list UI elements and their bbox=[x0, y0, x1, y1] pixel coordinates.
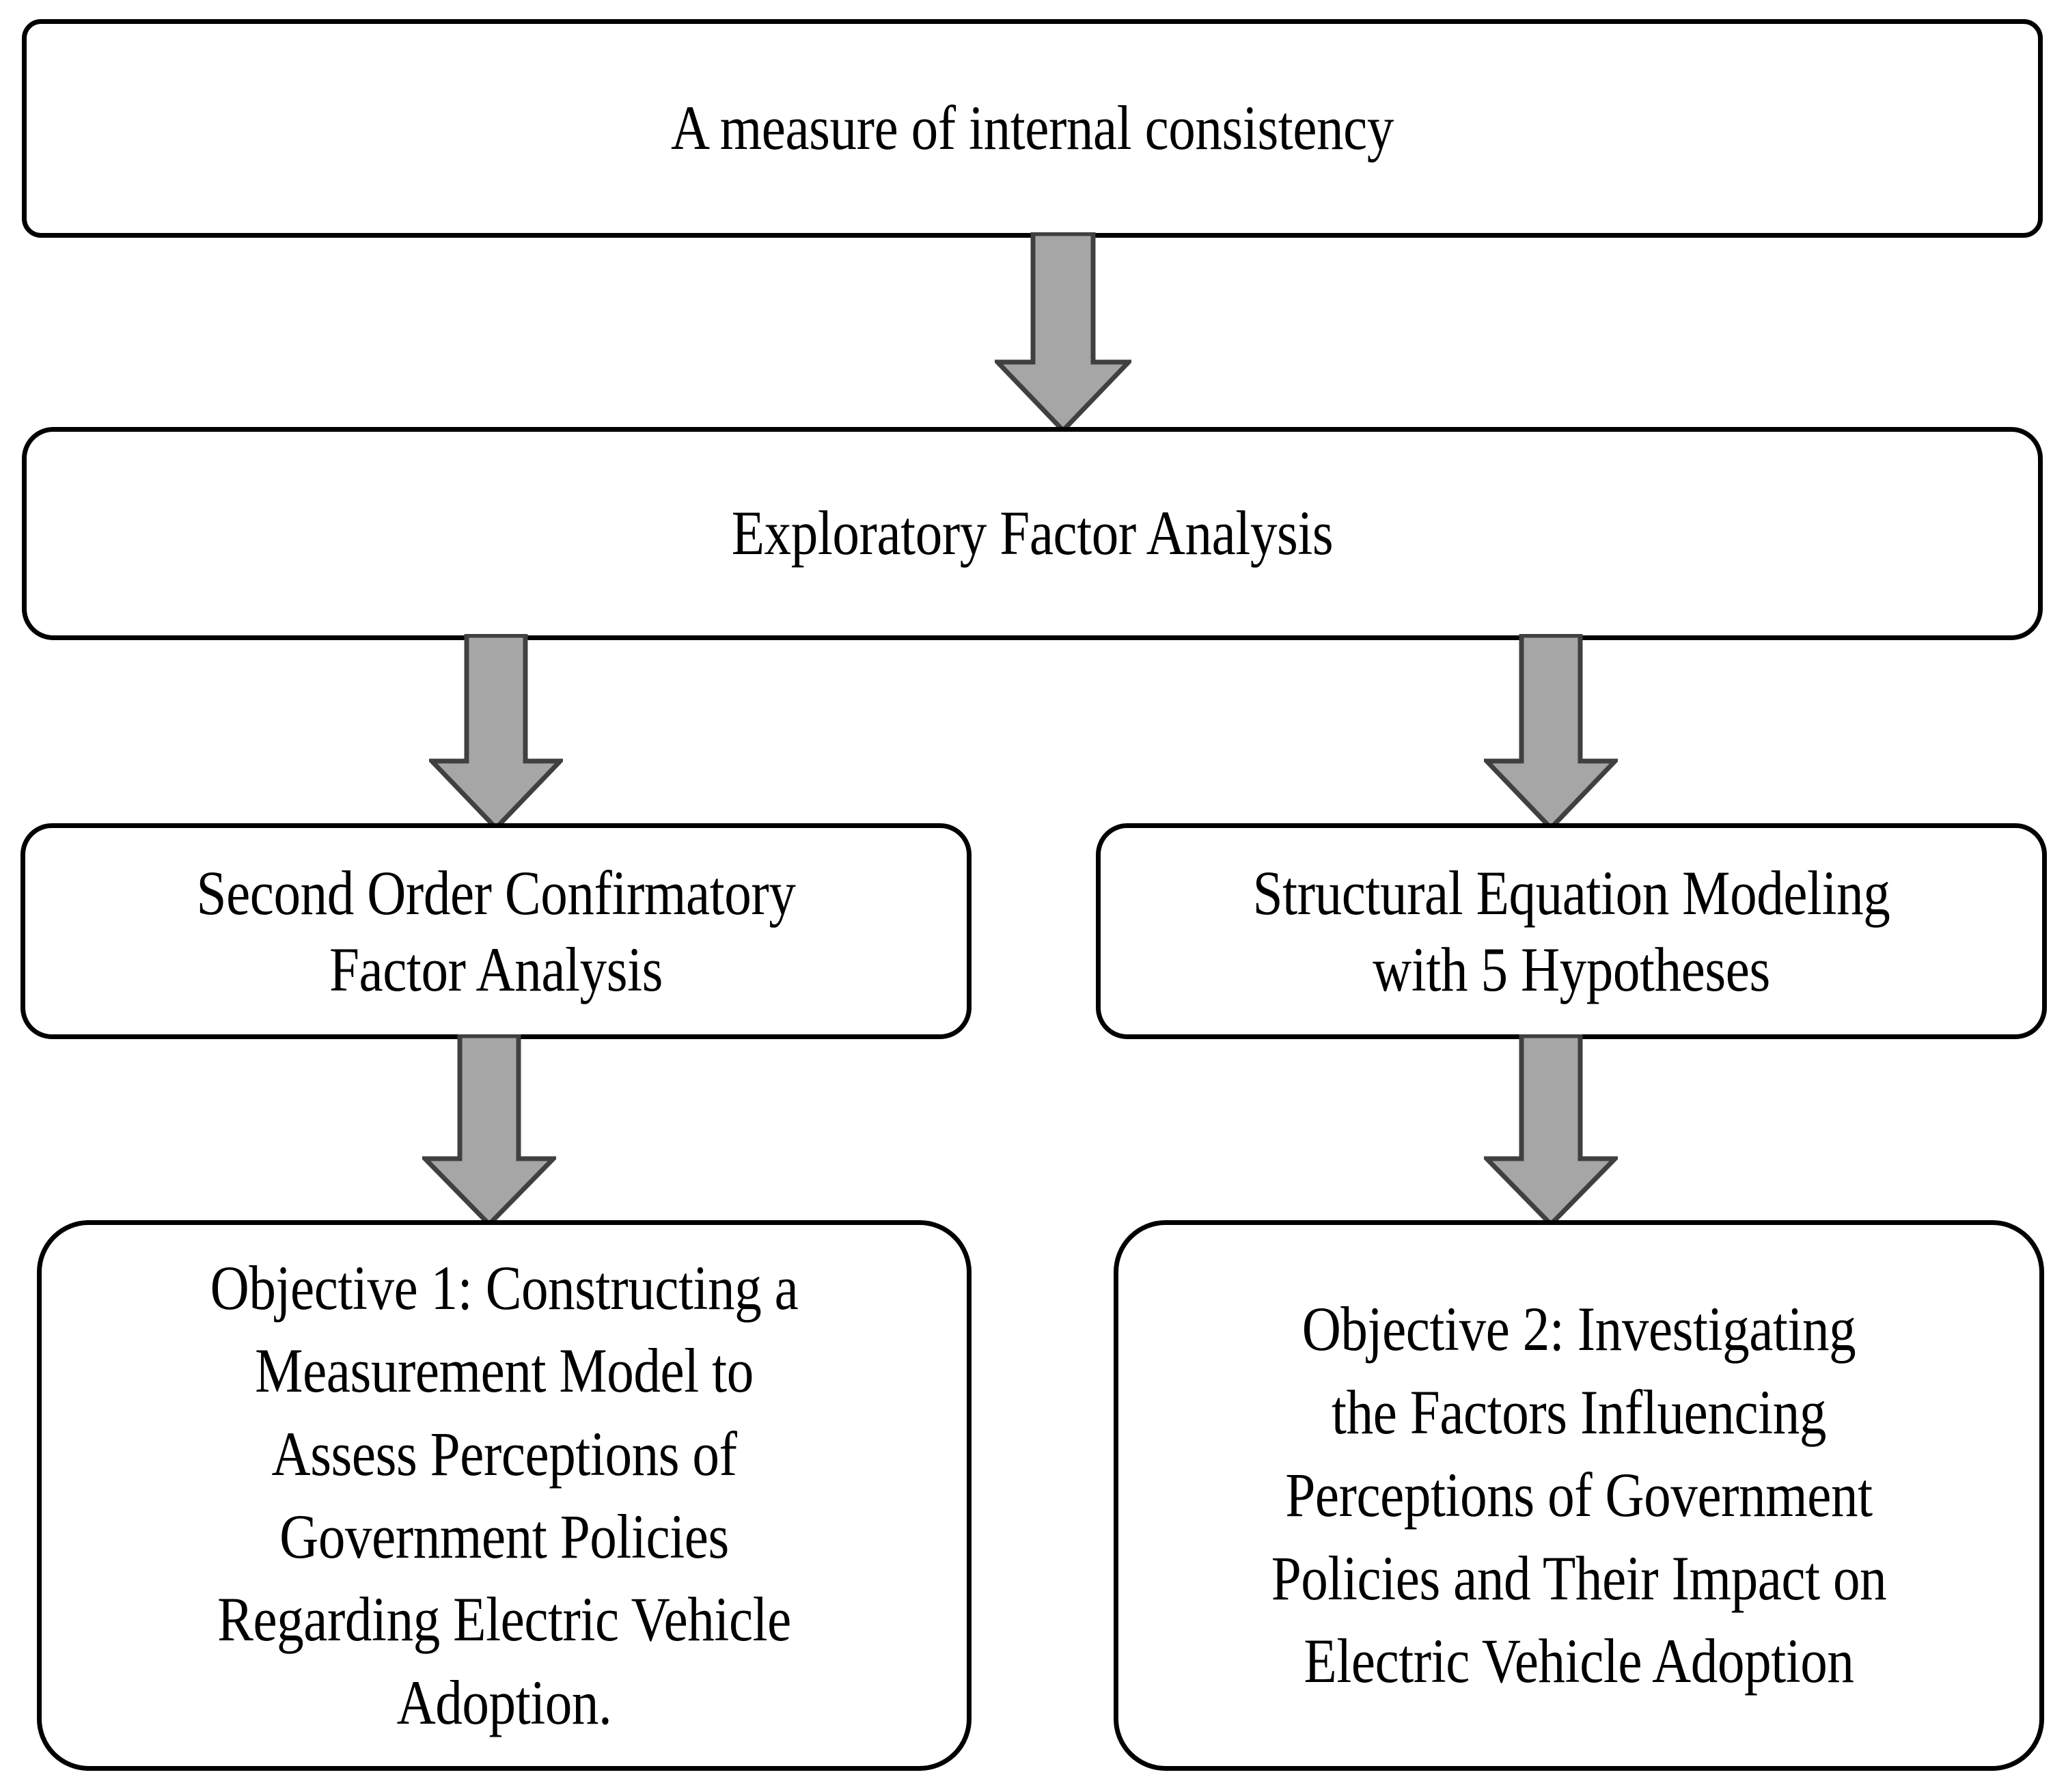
node-internal-consistency-label: A measure of internal consistency bbox=[671, 93, 1394, 163]
node-exploratory-factor-analysis-label: Exploratory Factor Analysis bbox=[731, 498, 1334, 568]
node-structural-equation-modeling[interactable]: Structural Equation Modeling with 5 Hypo… bbox=[1096, 823, 2047, 1039]
block-arrow-down-icon bbox=[429, 634, 563, 829]
node-objective-2-label: Objective 2: Investigating the Factors I… bbox=[1271, 1294, 1887, 1696]
arrow-efa-to-structural-equation-modeling bbox=[1484, 634, 1618, 829]
block-arrow-down-icon bbox=[1484, 1034, 1618, 1226]
block-arrow-down-icon bbox=[1484, 634, 1618, 829]
block-arrow-down-icon bbox=[995, 232, 1131, 432]
node-structural-equation-modeling-label: Structural Equation Modeling with 5 Hypo… bbox=[1252, 857, 1890, 1004]
arrow-structural-equation-modeling-to-objective-2 bbox=[1484, 1034, 1618, 1226]
arrow-second-order-cfa-to-objective-1 bbox=[422, 1034, 556, 1226]
node-objective-2[interactable]: Objective 2: Investigating the Factors I… bbox=[1114, 1220, 2044, 1771]
arrow-internal-consistency-to-efa bbox=[995, 232, 1131, 432]
node-second-order-confirmatory-factor-analysis[interactable]: Second Order Confirmatory Factor Analysi… bbox=[20, 823, 972, 1039]
node-objective-1[interactable]: Objective 1: Constructing a Measurement … bbox=[37, 1220, 972, 1771]
arrow-efa-to-second-order-cfa bbox=[429, 634, 563, 829]
node-internal-consistency[interactable]: A measure of internal consistency bbox=[22, 19, 2043, 238]
node-objective-1-label: Objective 1: Constructing a Measurement … bbox=[210, 1252, 799, 1737]
block-arrow-down-icon bbox=[422, 1034, 556, 1226]
node-second-order-confirmatory-factor-analysis-label: Second Order Confirmatory Factor Analysi… bbox=[196, 857, 796, 1004]
node-exploratory-factor-analysis[interactable]: Exploratory Factor Analysis bbox=[22, 427, 2043, 640]
